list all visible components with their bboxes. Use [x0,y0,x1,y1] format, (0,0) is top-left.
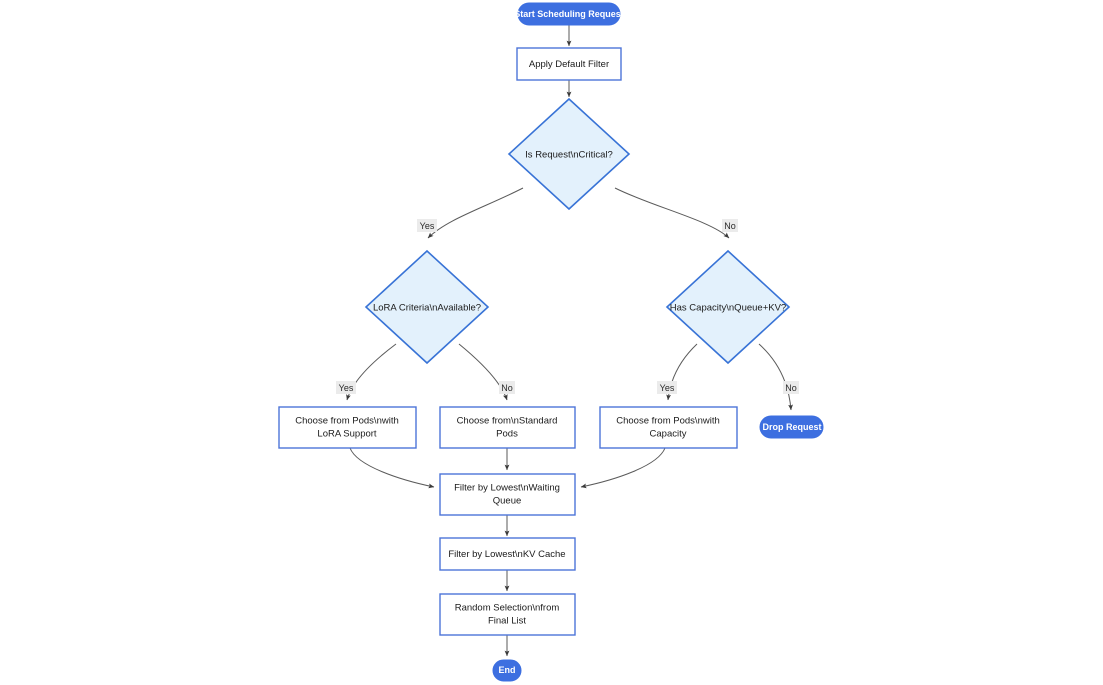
edge-has-capacity-no-to-drop-request [758,343,793,411]
node-choose-standard-pods[interactable]: Choose from\nStandard Pods [439,406,576,449]
node-has-capacity-queue-kv[interactable]: Has Capacity\nQueue+KV? [665,249,791,365]
node-filter-lowest-waiting-queue-label-line2: Queue [493,496,522,507]
node-lora-criteria-available[interactable]: LoRA Criteria\nAvailable? [364,249,490,365]
node-choose-standard-pods-label-line1: Choose from\nStandard [457,416,558,427]
edge-label-lora-no: No [499,381,515,394]
edge-lora-criteria-no-to-pods-standard [458,343,508,401]
node-choose-pods-lora-support-label-line1: Choose from Pods\nwith [295,416,399,427]
node-choose-standard-pods-label-line2: Pods [496,429,518,440]
edge-label-lora-no-text: No [501,383,513,393]
edge-is-critical-yes-to-lora-criteria [427,187,524,239]
node-apply-default-filter-label: Apply Default Filter [529,59,609,70]
node-choose-pods-lora-support-label-line2: LoRA Support [317,429,377,440]
node-choose-pods-capacity-label-line1: Choose from Pods\nwith [616,416,720,427]
edge-label-is-critical-no-text: No [724,221,736,231]
node-filter-lowest-waiting-queue[interactable]: Filter by Lowest\nWaiting Queue [439,473,576,516]
node-end[interactable]: End [492,659,522,682]
node-filter-lowest-kv-cache[interactable]: Filter by Lowest\nKV Cache [439,537,576,571]
node-apply-default-filter[interactable]: Apply Default Filter [516,47,622,81]
node-end-label: End [499,665,516,675]
node-drop-request-label: Drop Request [762,422,821,432]
node-choose-pods-capacity[interactable]: Choose from Pods\nwith Capacity [599,406,738,449]
node-has-capacity-queue-kv-label: Has Capacity\nQueue+KV? [670,303,786,314]
edge-layer [346,25,793,657]
edge-label-lora-yes: Yes [336,381,356,394]
edge-label-lora-yes-text: Yes [339,383,354,393]
edge-label-capacity-yes: Yes [657,381,677,394]
node-random-selection-final-list[interactable]: Random Selection\nfrom Final List [439,593,576,636]
node-filter-lowest-kv-cache-label: Filter by Lowest\nKV Cache [448,549,565,560]
node-lora-criteria-available-label: LoRA Criteria\nAvailable? [373,303,481,314]
node-random-selection-final-list-label-line2: Final List [488,616,526,627]
edge-lora-criteria-yes-to-pods-lora [346,343,397,401]
edge-is-critical-no-to-has-capacity [614,187,730,239]
edge-label-capacity-no: No [783,381,799,394]
edge-label-is-critical-yes: Yes [417,219,437,232]
node-choose-pods-capacity-label-line2: Capacity [650,429,687,440]
node-filter-lowest-waiting-queue-label-line1: Filter by Lowest\nWaiting [454,483,560,494]
edge-has-capacity-yes-to-pods-capacity [666,343,698,401]
edge-label-is-critical-no: No [722,219,738,232]
edge-label-is-critical-yes-text: Yes [420,221,435,231]
edge-label-capacity-no-text: No [785,383,797,393]
edge-label-layer: Yes No Yes No Yes No [336,219,799,394]
node-is-request-critical-label: Is Request\nCritical? [525,150,613,161]
node-start-label: Start Scheduling Request [514,9,624,19]
node-random-selection-final-list-label-line1: Random Selection\nfrom [455,603,560,614]
node-is-request-critical[interactable]: Is Request\nCritical? [507,97,631,211]
edge-pods-capacity-to-filter-queue [580,447,666,489]
node-choose-pods-lora-support[interactable]: Choose from Pods\nwith LoRA Support [278,406,417,449]
node-start[interactable]: Start Scheduling Request [514,2,624,26]
edge-label-capacity-yes-text: Yes [660,383,675,393]
node-drop-request[interactable]: Drop Request [759,415,824,439]
edge-pods-lora-to-filter-queue [349,447,435,489]
